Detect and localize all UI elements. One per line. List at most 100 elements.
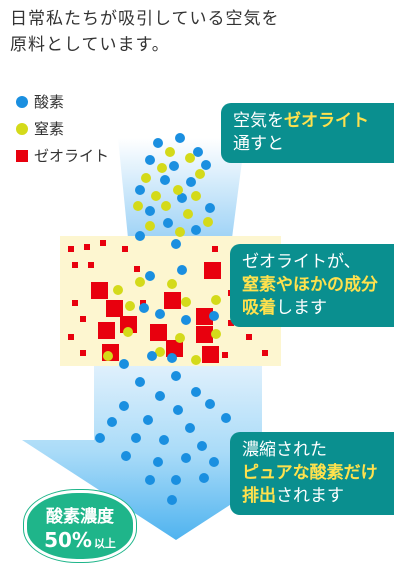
oxygen-particle xyxy=(121,451,131,461)
oxygen-particle xyxy=(173,405,183,415)
oxygen-particle xyxy=(153,138,163,148)
nitrogen-particle xyxy=(151,191,161,201)
oxygen-particle xyxy=(191,225,201,235)
oxygen-particle xyxy=(155,309,165,319)
oxygen-particle xyxy=(153,457,163,467)
oxygen-particle xyxy=(181,315,191,325)
intro-line-2: 原料としています。 xyxy=(10,35,170,55)
zeolite-grain xyxy=(212,246,218,252)
nitrogen-particle xyxy=(167,279,177,289)
oxygen-particle xyxy=(135,377,145,387)
oxygen-particle xyxy=(145,206,155,216)
zeolite-block xyxy=(204,262,221,279)
oxygen-particle xyxy=(175,133,185,143)
nitrogen-particle xyxy=(203,217,213,227)
zeolite-grain xyxy=(100,240,106,246)
nitrogen-particle xyxy=(157,163,167,173)
oxygen-particle xyxy=(191,387,201,397)
oxygen-particle xyxy=(160,175,170,185)
nitrogen-particle xyxy=(175,333,185,343)
oxygen-particle xyxy=(167,495,177,505)
oxygen-particle xyxy=(205,203,215,213)
nitrogen-particle xyxy=(165,147,175,157)
callout1-text: 空気を xyxy=(233,111,284,131)
nitrogen-particle xyxy=(183,209,193,219)
zeolite-grain xyxy=(262,350,268,356)
callout1-highlight: ゼオライト xyxy=(284,111,369,131)
legend: 酸素 窒素 ゼオライト xyxy=(16,88,109,169)
zeolite-grain xyxy=(68,334,74,340)
zeolite-block xyxy=(91,282,108,299)
zeolite-block xyxy=(164,292,181,309)
zeolite-grain xyxy=(68,246,74,252)
callout3-line1: 濃縮された xyxy=(242,440,327,460)
oxygen-particle xyxy=(186,177,196,187)
oxygen-particle xyxy=(181,453,191,463)
legend-item-zeolite: ゼオライト xyxy=(16,142,109,169)
zeolite-grain xyxy=(80,350,86,356)
oxygen-particle xyxy=(135,231,145,241)
nitrogen-particle xyxy=(191,355,201,365)
zeolite-block xyxy=(202,346,219,363)
nitrogen-particle xyxy=(155,347,165,357)
callout2-line1: ゼオライトが、 xyxy=(242,252,361,272)
zeolite-grain xyxy=(88,262,94,268)
callout-zeolite-adsorbs: ゼオライトが、 窒素やほかの成分 吸着します xyxy=(230,244,394,327)
oxygen-particle xyxy=(171,475,181,485)
callout3-highlight: ピュアな酸素だけ xyxy=(242,463,378,483)
nitrogen-particle xyxy=(211,329,221,339)
nitrogen-particle xyxy=(125,301,135,311)
zeolite-block xyxy=(106,300,123,317)
nitrogen-particle xyxy=(123,327,133,337)
zeolite-grain xyxy=(246,334,252,340)
oxygen-particle xyxy=(199,473,209,483)
oxygen-particle xyxy=(145,271,155,281)
nitrogen-particle xyxy=(181,297,191,307)
oxygen-particle xyxy=(169,161,179,171)
oxygen-particle xyxy=(119,401,129,411)
yellow-circle-icon xyxy=(16,122,28,135)
zeolite-grain xyxy=(122,246,128,252)
zeolite-grain xyxy=(80,316,86,322)
oxygen-particle xyxy=(119,359,129,369)
zeolite-grain xyxy=(72,262,78,268)
callout2-highlight: 窒素やほかの成分 xyxy=(242,275,378,295)
nitrogen-particle xyxy=(191,191,201,201)
nitrogen-particle xyxy=(135,277,145,287)
zeolite-grain xyxy=(140,300,146,306)
callout3-line3: されます xyxy=(276,486,344,506)
oxygen-particle xyxy=(167,353,177,363)
legend-label-oxygen: 酸素 xyxy=(34,93,65,111)
oxygen-particle xyxy=(221,413,231,423)
legend-label-zeolite: ゼオライト xyxy=(34,147,110,165)
nitrogen-particle xyxy=(145,221,155,231)
intro-text: 日常私たちが吸引している空気を 原料としています。 xyxy=(10,6,280,58)
badge-label: 酸素濃度 xyxy=(46,507,114,527)
nitrogen-particle xyxy=(103,351,113,361)
oxygen-particle xyxy=(163,218,173,228)
zeolite-block xyxy=(98,322,115,339)
oxygen-particle xyxy=(95,433,105,443)
callout3-highlight-2: 排出 xyxy=(242,486,276,506)
badge-value-wrap: 50%以上 xyxy=(27,528,133,552)
nitrogen-particle xyxy=(141,173,151,183)
callout2-line3: します xyxy=(276,298,327,318)
badge-suffix: 以上 xyxy=(93,537,116,550)
zeolite-grain xyxy=(72,300,78,306)
callout1-line2: 通すと xyxy=(233,134,284,154)
badge-value: 50% xyxy=(44,528,92,552)
oxygen-particle xyxy=(177,193,187,203)
zeolite-grain xyxy=(84,244,90,250)
oxygen-particle xyxy=(135,185,145,195)
oxygen-particle xyxy=(131,433,141,443)
nitrogen-particle xyxy=(133,201,143,211)
oxygen-particle xyxy=(145,475,155,485)
oxygen-particle xyxy=(171,239,181,249)
legend-label-nitrogen: 窒素 xyxy=(34,120,65,138)
oxygen-particle xyxy=(159,435,169,445)
nitrogen-particle xyxy=(113,285,123,295)
oxygen-particle xyxy=(139,303,149,313)
oxygen-particle xyxy=(209,311,219,321)
oxygen-particle xyxy=(171,371,181,381)
oxygen-output-arrow xyxy=(22,366,330,540)
